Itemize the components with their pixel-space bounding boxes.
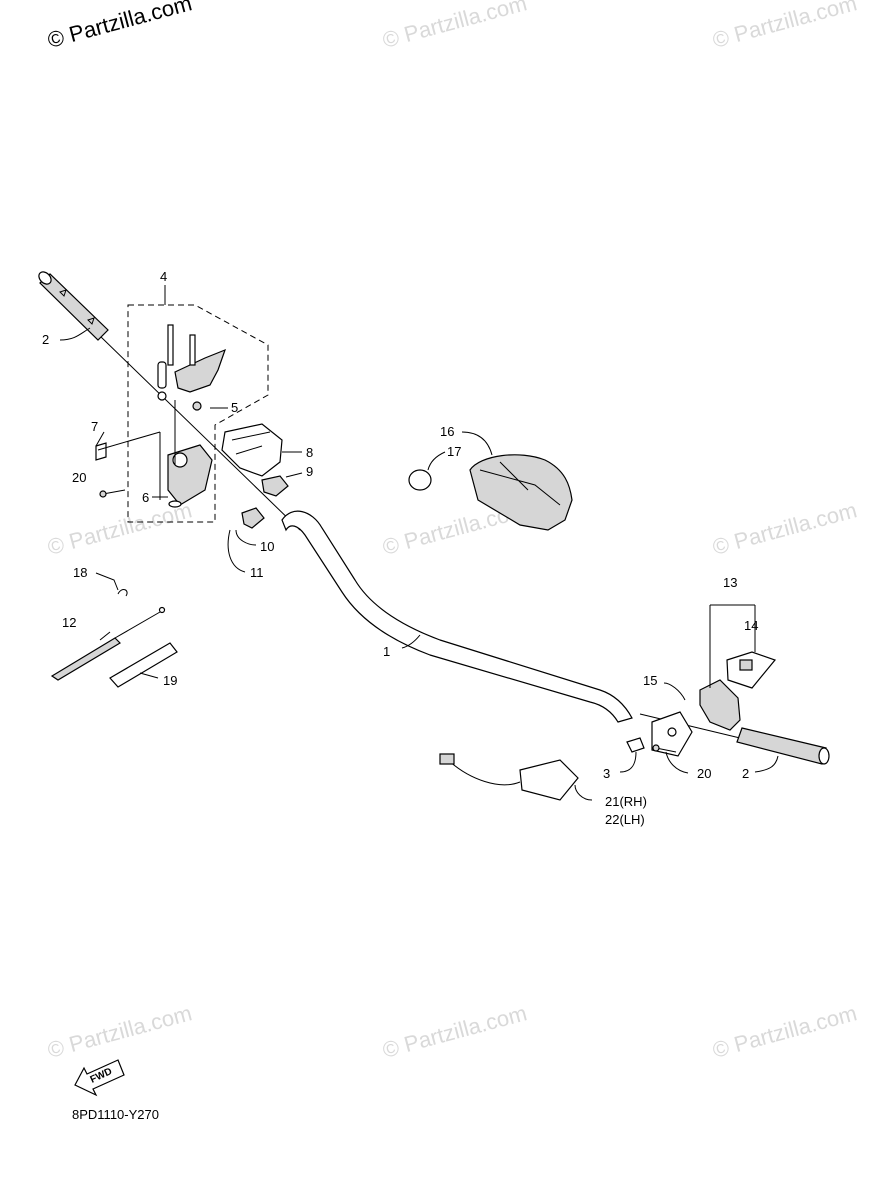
label-part-21: 21(RH) <box>605 794 647 809</box>
label-part-14: 14 <box>744 618 758 633</box>
bracket-7[interactable] <box>95 431 161 500</box>
diagram-code: 8PD1110-Y270 <box>72 1107 159 1122</box>
throttle-housing[interactable] <box>167 400 213 506</box>
fwd-arrow-icon: FWD <box>74 1059 125 1097</box>
label-part-22: 22(LH) <box>605 812 645 827</box>
label-part-15: 15 <box>643 673 657 688</box>
handlebar-axis-line <box>99 335 301 531</box>
label-part-4: 4 <box>160 269 167 284</box>
watermark: © Partzilla.com <box>380 1000 530 1063</box>
handlebar-axis-line-right <box>639 713 741 739</box>
label-part-12: 12 <box>62 615 76 630</box>
connector-10[interactable] <box>241 507 265 529</box>
label-part-5: 5 <box>231 400 238 415</box>
label-part-3: 3 <box>603 766 610 781</box>
label-part-8: 8 <box>306 445 313 460</box>
clip-18[interactable] <box>117 589 128 597</box>
handlebar-pad[interactable] <box>469 454 573 531</box>
washer-6[interactable] <box>168 500 182 508</box>
grip-right[interactable] <box>736 727 830 765</box>
label-part-2-right: 2 <box>742 766 749 781</box>
cover-8[interactable] <box>221 423 283 477</box>
tube-19[interactable] <box>109 642 178 688</box>
watermark: © Partzilla.com <box>45 1000 195 1063</box>
group-boundary-4 <box>127 304 269 523</box>
label-part-1: 1 <box>383 644 390 659</box>
clip-5[interactable] <box>192 401 202 411</box>
label-part-20-left: 20 <box>72 470 86 485</box>
throttle-lever[interactable] <box>157 324 227 401</box>
label-part-20-right: 20 <box>697 766 711 781</box>
label-part-6: 6 <box>142 490 149 505</box>
band-17[interactable] <box>408 469 432 491</box>
leaders <box>59 327 779 801</box>
watermark: © Partzilla.com <box>45 0 195 53</box>
label-part-11: 11 <box>250 565 264 580</box>
cable-12[interactable] <box>50 606 166 681</box>
grip-left[interactable] <box>37 270 109 341</box>
label-part-9: 9 <box>306 464 313 479</box>
watermark: © Partzilla.com <box>380 0 530 53</box>
handlebar-tube[interactable] <box>281 510 633 723</box>
heater-harness[interactable] <box>439 753 579 801</box>
switch-housing-13[interactable] <box>699 604 755 731</box>
screw-20-left[interactable] <box>99 489 126 498</box>
bracket-15[interactable] <box>651 711 693 757</box>
label-part-10: 10 <box>260 539 274 554</box>
label-part-2-left: 2 <box>42 332 49 347</box>
screw-20-right[interactable] <box>652 744 677 753</box>
label-part-16: 16 <box>440 424 454 439</box>
label-part-19: 19 <box>163 673 177 688</box>
watermark: © Partzilla.com <box>710 497 860 560</box>
watermark-group: © Partzilla.com © Partzilla.com © Partzi… <box>45 0 860 1063</box>
end-cap-3[interactable] <box>626 737 645 753</box>
switch-9[interactable] <box>261 475 289 497</box>
watermark: © Partzilla.com <box>710 1000 860 1063</box>
label-part-13: 13 <box>723 575 737 590</box>
label-part-7: 7 <box>91 419 98 434</box>
watermark: © Partzilla.com <box>710 0 860 53</box>
switch-14[interactable] <box>726 605 777 689</box>
label-part-17: 17 <box>447 444 461 459</box>
label-part-18: 18 <box>73 565 87 580</box>
